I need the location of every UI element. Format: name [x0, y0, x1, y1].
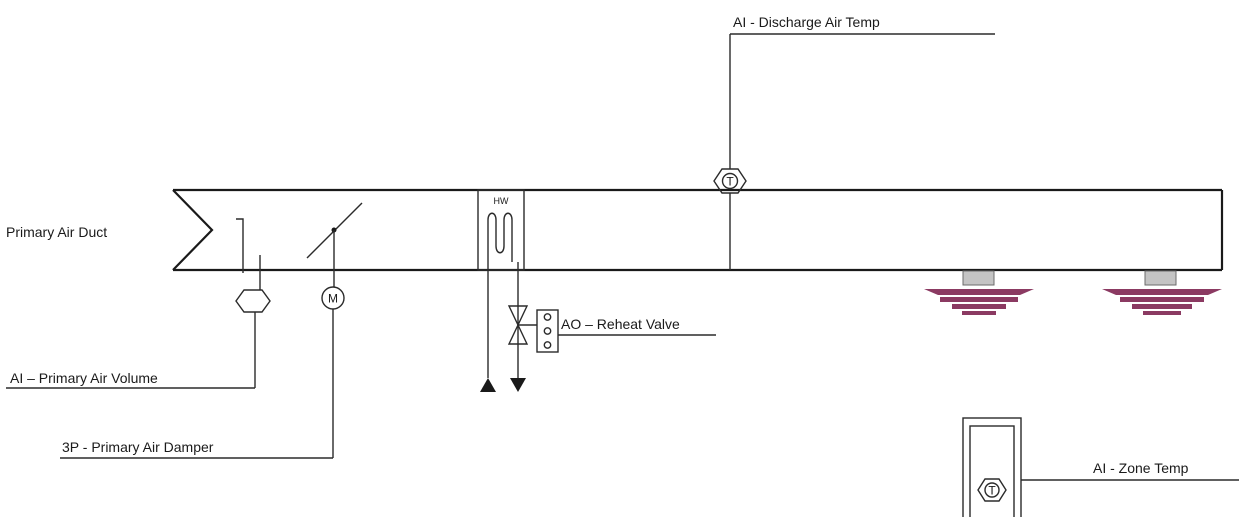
primary-air-damper-label: 3P - Primary Air Damper — [62, 439, 214, 455]
discharge-temp-sensor: T — [713, 33, 995, 270]
supply-arrow-icon — [480, 378, 496, 392]
valve-actuator-icon — [536, 309, 559, 353]
temp-sensor-icon: T — [977, 478, 1007, 502]
zone-temp-label: AI - Zone Temp — [1093, 460, 1189, 476]
primary-air-volume-label: AI – Primary Air Volume — [10, 370, 158, 386]
svg-text:M: M — [328, 292, 338, 306]
discharge-air-temp-label: AI - Discharge Air Temp — [733, 14, 880, 30]
damper: M — [60, 202, 363, 459]
airflow-probe — [6, 218, 271, 389]
svg-text:T: T — [726, 175, 734, 189]
reheat-valve-label: AO – Reheat Valve — [561, 316, 680, 332]
temp-sensor-icon: T — [713, 168, 747, 194]
hot-water-coil: HW — [477, 189, 526, 392]
motor-actuator-icon: M — [321, 286, 345, 310]
primary-air-duct-label: Primary Air Duct — [6, 224, 107, 240]
return-arrow-icon — [510, 378, 526, 392]
valve-icon — [507, 305, 529, 327]
ceiling-diffuser-1 — [924, 270, 1034, 315]
ceiling-diffuser-2 — [1102, 270, 1222, 315]
hex-sensor-icon — [235, 289, 271, 313]
svg-text:T: T — [988, 484, 996, 498]
coil-hw-label: HW — [494, 196, 509, 206]
primary-air-duct — [172, 188, 1224, 272]
zone-thermostat: T — [962, 417, 1239, 517]
reheat-valve — [507, 305, 716, 353]
